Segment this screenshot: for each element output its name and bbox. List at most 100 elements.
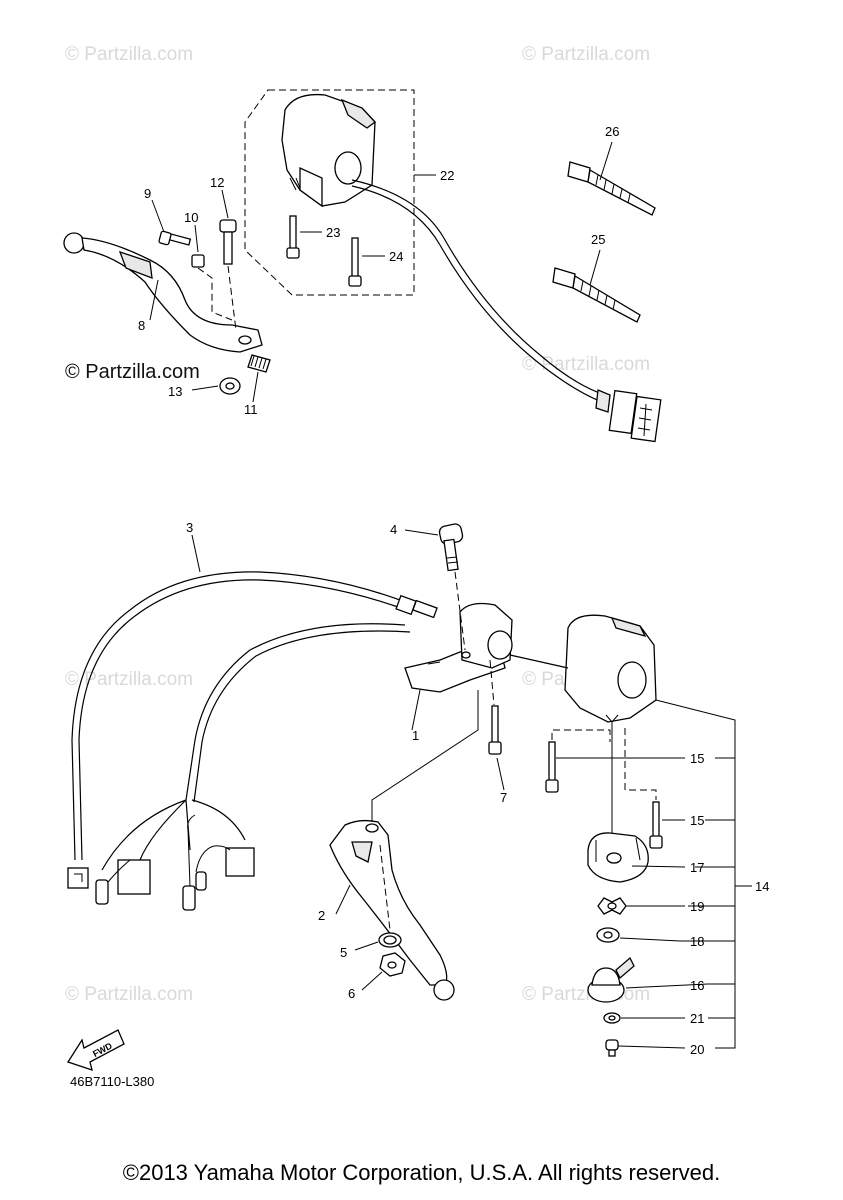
callout-14: 14 <box>755 879 769 894</box>
diagram-code: 46B7110-L380 <box>70 1074 154 1089</box>
bolt-4 <box>438 523 464 572</box>
nut-6 <box>379 952 406 977</box>
callout-17: 17 <box>690 860 704 875</box>
leader-9 <box>151 199 165 233</box>
callout-23: 23 <box>326 225 340 240</box>
assembly-line-15a <box>551 729 611 742</box>
watermark-prominent: © Partzilla.com <box>65 361 200 383</box>
spring-11 <box>247 354 271 373</box>
switch-cable <box>351 179 606 403</box>
leader-1 <box>411 689 421 731</box>
bolt-9 <box>158 230 192 246</box>
screw-15b <box>649 801 663 849</box>
switch-connector <box>595 389 662 443</box>
callout-9: 9 <box>144 186 151 201</box>
assembly-line-7 <box>489 659 495 706</box>
callout-5: 5 <box>340 945 347 960</box>
copyright-footer: ©2013 Yamaha Motor Corporation, U.S.A. A… <box>122 1160 721 1185</box>
callout-15a: 15 <box>690 751 704 766</box>
leader-20 <box>617 1045 686 1049</box>
callout-21: 21 <box>690 1011 704 1026</box>
lever-bracket-1 <box>404 602 513 693</box>
callout-12: 12 <box>210 175 224 190</box>
bolt-7 <box>488 705 502 755</box>
watermark-7: © Partzilla.com <box>522 984 650 1005</box>
callout-13: 13 <box>168 384 182 399</box>
leader-16 <box>625 983 709 989</box>
callout-16: 16 <box>690 978 704 993</box>
watermark-1: © Partzilla.com <box>65 44 193 65</box>
leader-10 <box>194 224 199 253</box>
knob-16 <box>587 956 635 1003</box>
leader-4 <box>404 529 439 536</box>
callout-10: 10 <box>184 210 198 225</box>
washer-19 <box>597 897 627 915</box>
leader-3 <box>191 534 201 573</box>
callout-22: 22 <box>440 168 454 183</box>
callout-26: 26 <box>605 124 619 139</box>
callout-19: 19 <box>690 899 704 914</box>
leader-2 <box>335 884 351 915</box>
lever-8 <box>63 232 263 353</box>
callout-20: 20 <box>690 1042 704 1057</box>
leader-6 <box>361 971 383 991</box>
screw-23 <box>286 215 300 259</box>
leader-5 <box>354 941 379 951</box>
cable-3-plug <box>67 867 89 889</box>
cable-3-fitting <box>395 594 438 619</box>
callout-6: 6 <box>348 986 355 1001</box>
harness-terminals <box>95 814 255 911</box>
assembly-line-15b <box>624 728 657 800</box>
washer-18 <box>596 927 620 943</box>
lever-2 <box>329 819 455 1001</box>
callout-24: 24 <box>389 249 403 264</box>
watermark-6: © Partzilla.com <box>65 984 193 1005</box>
callout-1: 1 <box>412 728 419 743</box>
screw-24 <box>348 237 362 287</box>
leader-7 <box>496 757 505 791</box>
handlebar-switch-top <box>281 93 376 208</box>
watermark-3: © Partzilla.com <box>522 354 650 375</box>
leader-26 <box>599 141 613 181</box>
washer-21 <box>603 1012 621 1024</box>
watermarks: © Partzilla.com © Partzilla.com © Partzi… <box>65 44 650 1005</box>
cable-tie-25 <box>552 267 641 323</box>
watermark-4: © Partzilla.com <box>65 669 193 690</box>
leader-18 <box>619 937 681 942</box>
assembly-line-2 <box>371 690 479 822</box>
screw-15a <box>545 741 559 793</box>
leader-12 <box>221 189 229 219</box>
housing-17 <box>587 832 649 883</box>
callout-18: 18 <box>690 934 704 949</box>
nut-13 <box>219 377 241 395</box>
cable-3 <box>71 571 401 861</box>
fwd-arrow-icon: FWD <box>67 1029 125 1071</box>
screw-20 <box>605 1039 619 1057</box>
callout-2: 2 <box>318 908 325 923</box>
washer-5 <box>378 932 402 948</box>
callout-7: 7 <box>500 790 507 805</box>
assembly-line-10 <box>197 267 233 321</box>
watermark-2: © Partzilla.com <box>522 44 650 65</box>
switch-group-box <box>244 89 415 296</box>
callout-25: 25 <box>591 232 605 247</box>
leader-25 <box>589 249 601 286</box>
assembly-line-4 <box>454 571 466 651</box>
callout-8: 8 <box>138 318 145 333</box>
callout-15b: 15 <box>690 813 704 828</box>
bracket-to-switch-line <box>509 654 569 669</box>
assembly-line-5 <box>379 844 391 931</box>
handlebar-switch-bottom <box>564 614 657 723</box>
bolt-12 <box>219 219 237 265</box>
leader-17 <box>631 865 686 868</box>
callout-3: 3 <box>186 520 193 535</box>
leader-11 <box>252 371 259 403</box>
group-14-bracket <box>655 699 752 1049</box>
leader-13 <box>191 385 219 391</box>
callout-11: 11 <box>244 402 258 417</box>
cable-tie-26 <box>567 161 656 216</box>
callout-4: 4 <box>390 522 397 537</box>
nut-10 <box>191 254 205 268</box>
callout-labels: 1 2 3 4 5 6 7 8 9 10 11 12 13 14 15 15 1… <box>138 124 769 1057</box>
